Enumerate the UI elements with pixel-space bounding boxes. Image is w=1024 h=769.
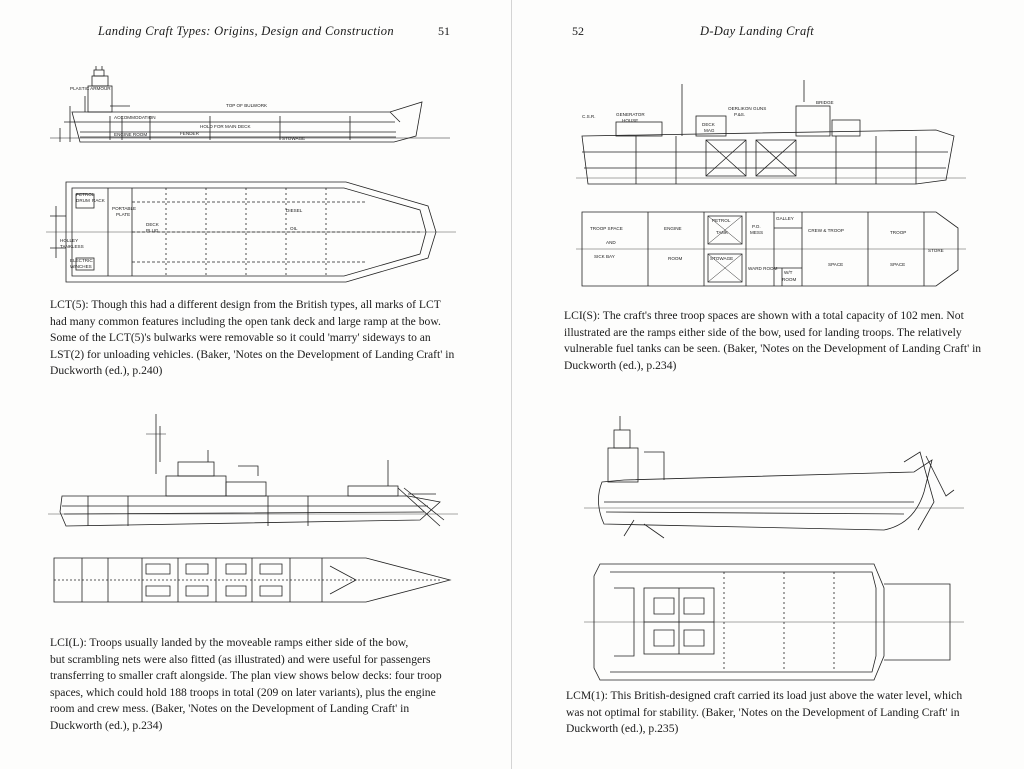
label-p-and-s: P.&S. xyxy=(734,112,745,117)
label-petrol: PETROL xyxy=(712,218,731,223)
label-electric: ELECTRIC xyxy=(70,258,93,263)
label-drum: DRUM xyxy=(76,198,90,203)
label-holley: HOLLEY xyxy=(60,238,78,243)
label-csr: C.S.R. xyxy=(582,114,596,119)
label-accommodation: ACCOMMODATION xyxy=(114,115,156,120)
label-store: STORE xyxy=(928,248,944,253)
label-ward-room: WARD ROOM xyxy=(748,266,778,271)
label-diesel: DIESEL xyxy=(286,208,303,213)
label-stowage: STOWAGE xyxy=(282,136,305,141)
lct5-profile-drawing: PLASTIC ARMOUR ACCOMMODATION TOP OF BULW… xyxy=(50,66,450,156)
label-stowage: STOWAGE xyxy=(710,256,733,261)
label-galley: GALLEY xyxy=(776,216,794,221)
lcis-plan-drawing: TROOP SPACE AND SICK BAY ENGINE ROOM PET… xyxy=(576,208,966,290)
right-page: 52 D-Day Landing Craft OERLIKON GUNS P.&… xyxy=(512,0,1024,769)
lcil-caption: LCI(L): Troops usually landed by the mov… xyxy=(50,636,442,732)
label-bridge: BRIDGE xyxy=(816,100,834,105)
label-wt-room: ROOM xyxy=(782,277,796,282)
label-deck: DECK xyxy=(146,222,160,227)
lct5-caption: LCT(5): Though this had a different desi… xyxy=(50,298,455,378)
lcm1-plan-drawing xyxy=(584,558,964,686)
label-troop-space-1: TROOP SPACE xyxy=(590,226,623,231)
lcis-profile-drawing: OERLIKON GUNS P.&S. BRIDGE C.S.R. GENERA… xyxy=(576,80,966,190)
label-fender: FENDER xyxy=(180,131,200,136)
label-plate: PLATE xyxy=(116,212,130,217)
label-po: P.O. xyxy=(752,224,761,229)
label-tankless: TANKLESS xyxy=(60,244,84,249)
lcis-caption: LCI(S): The craft's three troop spaces a… xyxy=(564,309,982,372)
label-house: HOUSE xyxy=(622,118,638,123)
label-portable: PORTABLE xyxy=(112,206,136,211)
label-oerlikon-guns: OERLIKON GUNS xyxy=(728,106,766,111)
left-page: Landing Craft Types: Origins, Design and… xyxy=(46,24,458,732)
label-engine-room: ENGINE ROOM xyxy=(114,132,147,137)
label-wt: W/T xyxy=(784,270,793,275)
left-page-number: 51 xyxy=(438,24,450,38)
label-crew-and-troop: CREW & TROOP xyxy=(808,228,844,233)
label-and: AND xyxy=(606,240,616,245)
lcil-profile-drawing xyxy=(48,414,458,540)
label-plastic-armour: PLASTIC ARMOUR xyxy=(70,86,111,91)
label-room: ROOM xyxy=(668,256,682,261)
lcm1-profile-drawing xyxy=(584,412,964,542)
label-engine: ENGINE xyxy=(664,226,682,231)
label-top-of-bulwork: TOP OF BULWORK xyxy=(226,103,268,108)
left-running-head: Landing Craft Types: Origins, Design and… xyxy=(98,24,394,38)
label-deck: DECK xyxy=(702,122,716,127)
label-hold-main-deck: HOLD FOR MAIN DECK xyxy=(200,124,251,129)
label-crew-space: SPACE xyxy=(828,262,843,267)
label-petrol: PETROL xyxy=(76,192,95,197)
label-generator: GENERATOR xyxy=(616,112,645,117)
label-rack: RACK xyxy=(92,198,106,203)
label-plug: PLUG xyxy=(146,228,159,233)
right-running-head: D-Day Landing Craft xyxy=(700,24,815,38)
label-troop: TROOP xyxy=(890,230,906,235)
label-winches: WINCHES xyxy=(70,264,92,269)
label-sick-bay: SICK BAY xyxy=(594,254,615,259)
right-page-number: 52 xyxy=(572,24,584,38)
lcm1-caption: LCM(1): This British-designed craft carr… xyxy=(566,689,963,736)
page-gutter xyxy=(511,0,512,769)
label-tank: TANK xyxy=(716,230,729,235)
label-troop-space-2: SPACE xyxy=(890,262,905,267)
label-oil: OIL xyxy=(290,226,298,231)
lct5-plan-drawing: PETROL DRUM RACK PORTABLE PLATE DECK PLU… xyxy=(46,176,456,288)
label-mess: MESS xyxy=(750,230,763,235)
lcil-plan-drawing xyxy=(46,552,456,608)
label-mag: MAG xyxy=(704,128,715,133)
